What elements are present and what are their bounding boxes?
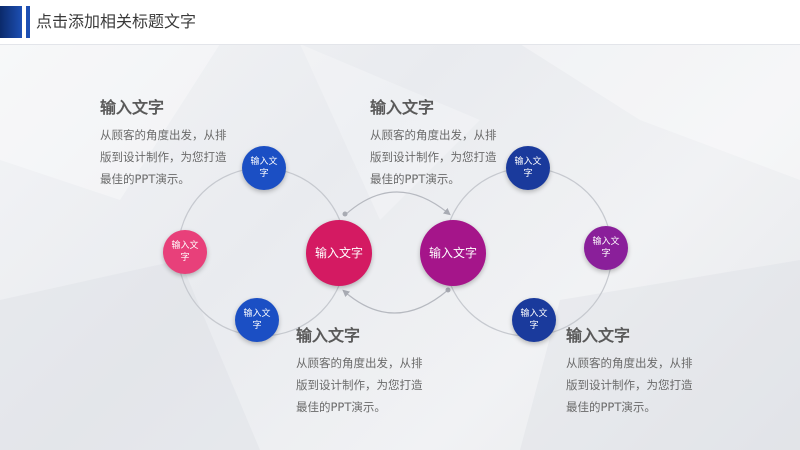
block-title[interactable]: 输入文字 (566, 326, 631, 345)
hub-label: 输入文字 (314, 246, 363, 260)
block-body[interactable]: 从顾客的角度出发，从排版到设计制作，为您打造最佳的PPT演示。 (296, 356, 423, 414)
arc-dot (445, 287, 451, 293)
node-circle-right-top[interactable]: 输入文字 (506, 146, 550, 190)
block-title[interactable]: 输入文字 (100, 98, 165, 117)
block-title[interactable]: 输入文字 (370, 98, 435, 117)
header-bar: 点击添加相关标题文字 (0, 0, 800, 45)
block-body[interactable]: 从顾客的角度出发，从排版到设计制作，为您打造最佳的PPT演示。 (566, 356, 693, 414)
node-label: 输入文字 (243, 309, 271, 331)
block-body[interactable]: 从顾客的角度出发，从排版到设计制作，为您打造最佳的PPT演示。 (370, 128, 497, 186)
text-block-bottom-left: 输入文字 从顾客的角度出发，从排版到设计制作，为您打造最佳的PPT演示。 (296, 326, 436, 418)
node-label: 输入文字 (250, 157, 278, 179)
bottom-arc-arrow (342, 289, 449, 314)
text-block-bottom-right: 输入文字 从顾客的角度出发，从排版到设计制作，为您打造最佳的PPT演示。 (566, 326, 706, 418)
node-circle-left-middle[interactable]: 输入文字 (163, 230, 207, 274)
header-accent-line (26, 6, 30, 38)
node-label: 输入文字 (592, 237, 620, 259)
hub-circle-left[interactable]: 输入文字 (306, 220, 372, 286)
node-label: 输入文字 (171, 241, 199, 263)
text-block-top-right: 输入文字 从顾客的角度出发，从排版到设计制作，为您打造最佳的PPT演示。 (370, 98, 510, 190)
hub-label: 输入文字 (428, 246, 477, 260)
node-circle-right-middle[interactable]: 输入文字 (584, 226, 628, 270)
node-label: 输入文字 (520, 309, 548, 331)
hub-circle-right[interactable]: 输入文字 (420, 220, 486, 286)
block-title[interactable]: 输入文字 (296, 326, 361, 345)
node-circle-left-bottom[interactable]: 输入文字 (235, 298, 279, 342)
page-title[interactable]: 点击添加相关标题文字 (36, 12, 197, 31)
block-body[interactable]: 从顾客的角度出发，从排版到设计制作，为您打造最佳的PPT演示。 (100, 128, 227, 186)
node-circle-left-top[interactable]: 输入文字 (242, 146, 286, 190)
node-circle-right-bottom[interactable]: 输入文字 (512, 298, 556, 342)
header-accent-block (0, 6, 22, 38)
text-block-top-left: 输入文字 从顾客的角度出发，从排版到设计制作，为您打造最佳的PPT演示。 (100, 98, 240, 190)
arc-dot (342, 211, 348, 217)
node-label: 输入文字 (514, 157, 542, 179)
top-arc-arrow (344, 191, 451, 216)
